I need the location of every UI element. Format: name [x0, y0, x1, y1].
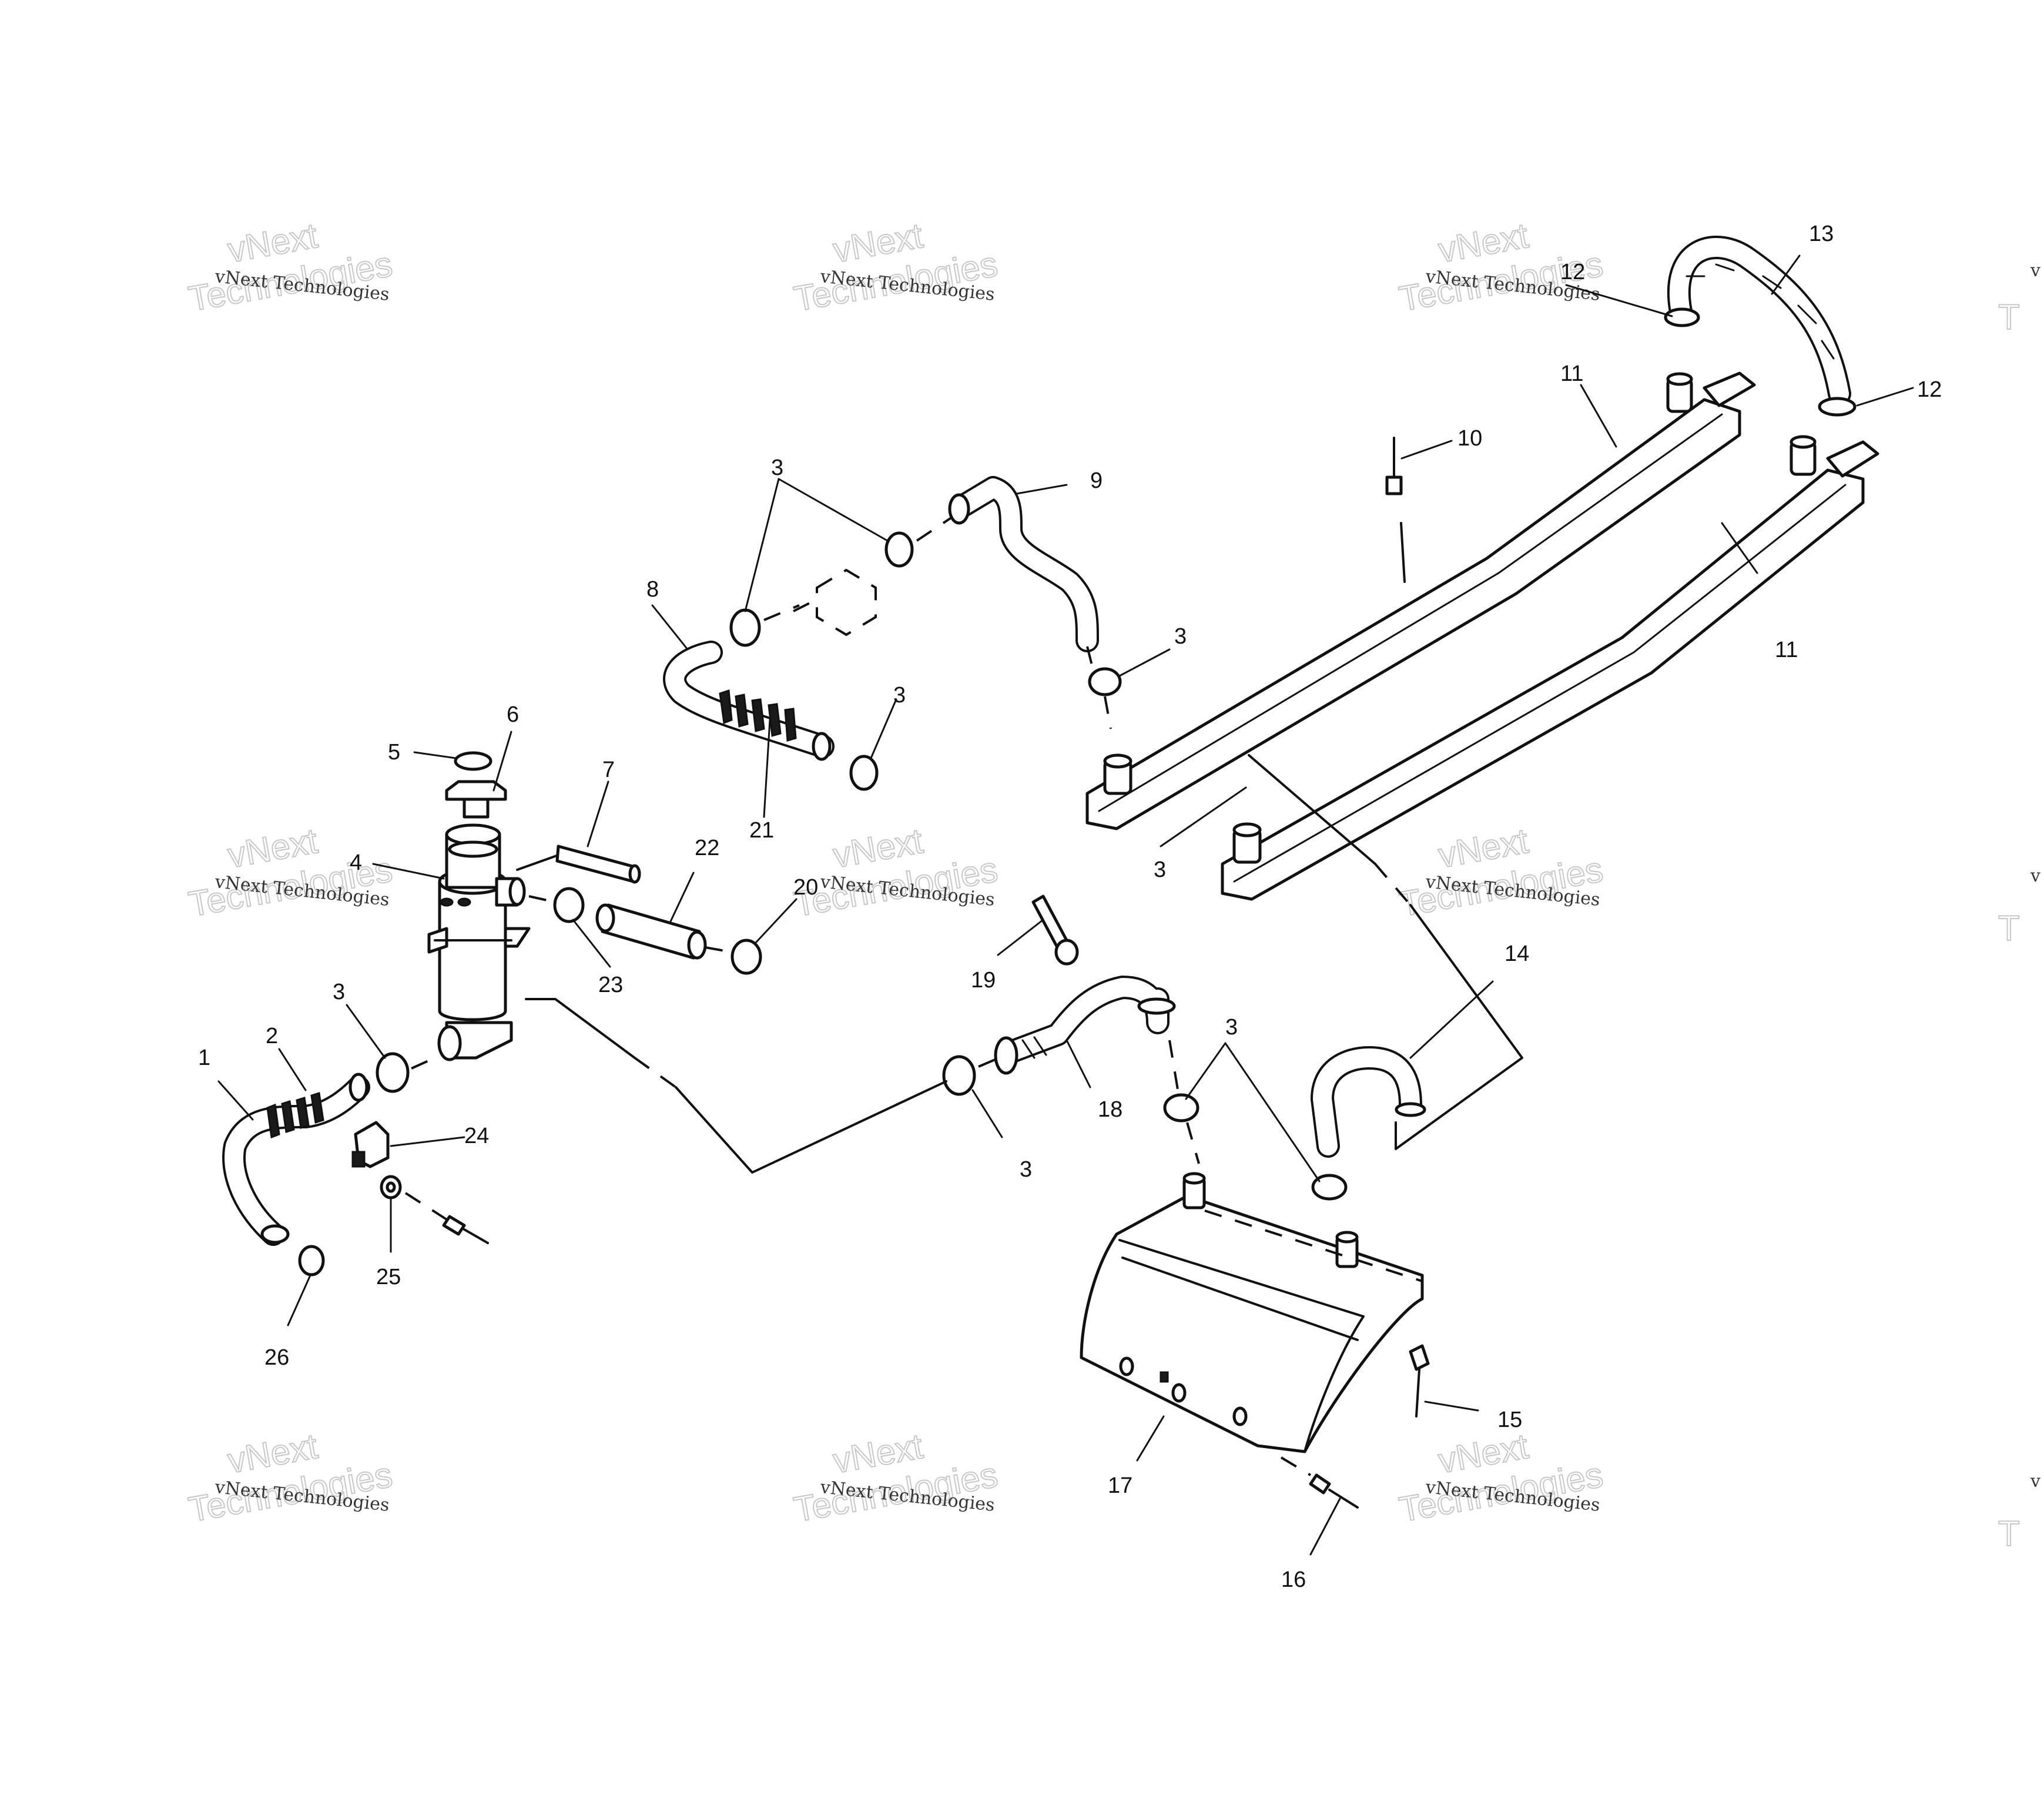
callout-15: 15 [1497, 1408, 1522, 1432]
guide-line [1186, 1122, 1200, 1164]
hose-8 [663, 641, 835, 761]
crossover-hose [1667, 236, 1851, 406]
sleeve-21 [719, 689, 797, 742]
cable-tie-19 [1031, 894, 1079, 966]
reservoir-cap [445, 780, 507, 819]
routing-lines [525, 754, 1523, 1174]
watermark-edge-partial: T [1998, 1514, 2020, 1553]
guide-line [916, 516, 953, 542]
callout-16: 16 [1281, 1567, 1306, 1592]
callout-18: 18 [1098, 1097, 1122, 1122]
watermark-edge-partial: T [1998, 909, 2020, 948]
coolant-reservoir [427, 823, 559, 1061]
callout-24: 24 [464, 1124, 489, 1148]
callout-6: 6 [507, 702, 519, 727]
callout-19: 19 [971, 968, 996, 993]
bracket-24 [351, 1121, 390, 1168]
vent-tube-7 [555, 845, 641, 884]
hose-18 [994, 976, 1176, 1075]
callout-3-top: 3 [771, 455, 783, 480]
clamp-3-center [942, 1055, 1348, 1201]
callout-7: 7 [602, 758, 615, 782]
clamp-3-upper-pair [729, 531, 1122, 791]
callout-11-top: 11 [1560, 361, 1583, 386]
callout-13: 13 [1809, 222, 1834, 246]
guide-line [763, 604, 800, 621]
connector-block [793, 568, 877, 636]
hose-clamp-12-top [1664, 307, 1700, 327]
callout-1: 1 [198, 1046, 210, 1070]
watermark-edge-partial: v [2030, 260, 2040, 281]
sleeve-2 [266, 1092, 324, 1139]
leader-lines [217, 254, 1914, 1556]
clamp-23 [553, 887, 585, 923]
watermark-edge-partial: v [2030, 866, 2040, 886]
guide-line [705, 946, 732, 953]
hose-14 [1311, 1046, 1426, 1158]
bolt-lower-left [404, 1192, 489, 1244]
guide-line [978, 1057, 1000, 1068]
hose-1 [222, 1073, 370, 1246]
callout-22: 22 [695, 836, 719, 860]
watermark-edge-partial: v [2030, 1471, 2040, 1492]
callout-25: 25 [376, 1265, 401, 1289]
callout-12-left: 12 [1560, 260, 1585, 284]
callout-11-lower: 11 [1775, 638, 1798, 662]
callout-5: 5 [388, 740, 400, 765]
callout-3-cluster: 3 [1225, 1015, 1238, 1040]
callout-23: 23 [598, 973, 623, 997]
callout-3-rail: 3 [1154, 857, 1166, 882]
cooler-rail-upper [1085, 371, 1756, 830]
hose-22 [595, 903, 707, 960]
washer-25 [380, 1175, 402, 1199]
callout-21: 21 [749, 818, 774, 843]
cap-seal [454, 751, 492, 771]
callout-20: 20 [793, 875, 818, 900]
bolt-10 [1385, 437, 1406, 583]
guide-line [528, 895, 556, 903]
callout-3-mid: 3 [893, 683, 906, 708]
clamp-20 [731, 939, 762, 975]
callout-2: 2 [266, 1024, 278, 1048]
callout-4: 4 [350, 850, 362, 875]
guide-line [411, 1057, 435, 1070]
callout-10: 10 [1457, 426, 1482, 451]
callout-14: 14 [1504, 941, 1529, 966]
guide-line [1086, 646, 1094, 671]
heat-exchanger-17 [1080, 1172, 1424, 1453]
hose-9 [948, 476, 1099, 652]
screw-16 [1280, 1456, 1359, 1509]
callout-17: 17 [1108, 1473, 1132, 1498]
callout-3-right: 3 [1174, 624, 1187, 649]
callout-3-lower-left: 3 [333, 980, 345, 1004]
hose-clamp-12-right [1818, 397, 1857, 417]
clamp-26 [298, 1245, 325, 1276]
rivet-15 [1409, 1344, 1430, 1418]
callout-labels: 1 2 3 4 5 6 7 8 3 9 10 11 11 12 12 13 3 … [198, 222, 1942, 1592]
guide-line [1168, 1040, 1180, 1094]
callout-8: 8 [646, 577, 659, 602]
watermark-edge-partial: T [1998, 297, 2020, 337]
callout-26: 26 [264, 1345, 289, 1370]
callout-9: 9 [1090, 468, 1103, 493]
cooler-rail-lower [1221, 435, 1879, 901]
callout-3-bottom: 3 [1020, 1157, 1032, 1182]
clamp-3-lower-left [376, 1052, 410, 1093]
guide-line [1104, 696, 1112, 729]
callout-12-right: 12 [1917, 377, 1942, 402]
